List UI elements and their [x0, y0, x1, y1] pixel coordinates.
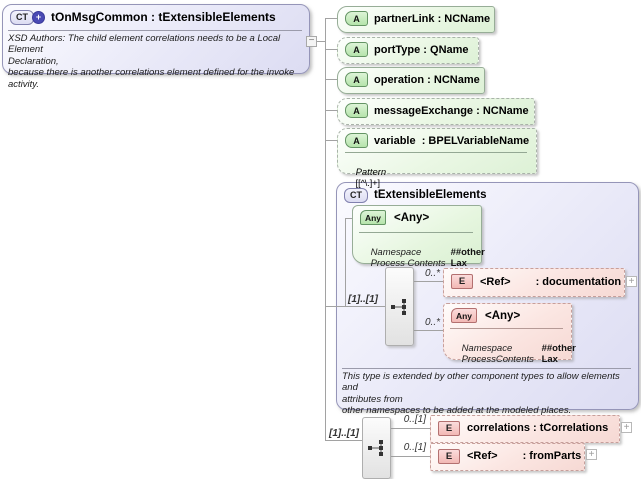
branch-line-fromparts: [389, 456, 430, 457]
any-stub-line: [345, 218, 352, 219]
expand-button-correlations[interactable]: +: [621, 422, 632, 433]
element-icon: E: [451, 274, 473, 289]
stub-variable: [325, 140, 337, 141]
branch-line-documentation: [412, 281, 443, 282]
sequence-icon: [390, 298, 406, 315]
attribute-label: variable : BPELVariableName: [374, 134, 530, 147]
expand-button-documentation[interactable]: +: [626, 276, 637, 287]
element-ref-documentation-box[interactable]: E <Ref> : documentation: [443, 268, 625, 297]
element-ref-fromparts-box[interactable]: E <Ref> : fromParts: [430, 443, 585, 471]
sequence-cardinality: [1]..[1]: [348, 294, 378, 305]
element-correlations-box[interactable]: E correlations : tCorrelations: [430, 415, 620, 443]
base-type-title-row: CT tExtensibleElements: [337, 183, 638, 207]
any-separator: [359, 232, 473, 233]
expand-button-fromparts[interactable]: +: [586, 449, 597, 460]
base-type-note: This type is extended by other component…: [342, 371, 620, 417]
complex-type-extension-icon: CT +: [10, 9, 45, 25]
any-title: <Any>: [394, 211, 430, 224]
base-type-title: tExtensibleElements: [374, 189, 487, 201]
element-icon: E: [438, 448, 460, 464]
sequence-compositor[interactable]: [362, 417, 391, 479]
title-separator: [8, 30, 302, 31]
process-contents-label: Process Contents: [370, 258, 446, 269]
pattern-facet: Pattern [[^\.]+]: [345, 156, 398, 200]
any-element-wildcard-box[interactable]: Any <Any>: [443, 303, 572, 360]
process-contents-value: Lax: [541, 354, 558, 365]
attribute-messageexchange-box[interactable]: A messageExchange : NCName: [337, 98, 535, 125]
any-element-cardinality: 0..*: [424, 317, 440, 328]
process-contents-value: Lax: [450, 258, 467, 269]
stub-partnerlink: [325, 18, 337, 19]
any-icon: Any: [360, 210, 386, 225]
attribute-variable-box[interactable]: A variable : BPELVariableName: [337, 128, 537, 174]
element-ref-label: <Ref>: [480, 275, 511, 288]
attribute-operation-box[interactable]: A operation : NCName: [337, 67, 485, 94]
sequence-stub-line: [325, 306, 385, 307]
attribute-label: partnerLink : NCName: [374, 12, 491, 25]
connector-line: [317, 41, 325, 42]
complex-type-title: tOnMsgCommon : tExtensibleElements: [51, 10, 276, 24]
any-title: <Any>: [485, 309, 521, 322]
attribute-icon: A: [345, 11, 368, 26]
complex-type-tOnMsgCommon-box[interactable]: CT + tOnMsgCommon : tExtensibleElements: [2, 4, 310, 74]
complex-type-title-row: CT + tOnMsgCommon : tExtensibleElements: [3, 5, 309, 29]
note-separator: [342, 368, 631, 369]
element-type-label: : documentation: [535, 275, 622, 288]
bottom-sequence-stub: [325, 440, 362, 441]
collapse-button[interactable]: −: [306, 36, 317, 47]
attribute-partnerlink-box[interactable]: A partnerLink : NCName: [337, 6, 495, 33]
namespace-label: Namespace: [370, 247, 422, 258]
stub-messageexchange: [325, 110, 337, 111]
attribute-icon: A: [345, 133, 368, 148]
attribute-icon: A: [345, 42, 368, 57]
correlations-cardinality: 0..[1]: [403, 414, 426, 425]
any-separator: [450, 328, 563, 329]
branch-line-correlations: [389, 428, 430, 429]
documentation-cardinality: 0..*: [424, 268, 440, 279]
element-ref-label: <Ref>: [467, 450, 498, 462]
namespace-value: ##other: [541, 343, 576, 354]
facet-name: Pattern: [355, 167, 387, 178]
facet-separator: [345, 152, 527, 153]
sequence-icon: [367, 440, 383, 456]
inner-trunk-line: [345, 218, 346, 306]
attribute-icon: A: [345, 103, 368, 118]
xsd-authors-annotation: XSD Authors: The child element correlati…: [8, 33, 295, 90]
process-contents-row: ProcessContents Lax: [451, 343, 558, 376]
any-icon: Any: [451, 308, 477, 323]
element-type-label: : fromParts: [522, 450, 582, 462]
attribute-porttype-box[interactable]: A portType : QName: [337, 37, 479, 64]
element-label: correlations : tCorrelations: [467, 422, 609, 434]
any-attribute-wildcard-box[interactable]: Any <Any>: [352, 205, 482, 264]
element-icon: E: [438, 420, 460, 436]
namespace-value: ##other: [450, 247, 485, 258]
stub-porttype: [325, 49, 337, 50]
extension-plus-icon: +: [32, 10, 45, 24]
fromparts-cardinality: 0..[1]: [403, 442, 426, 453]
attribute-label: portType : QName: [374, 43, 469, 56]
namespace-row: Namespace ##other: [360, 236, 485, 269]
attribute-label: messageExchange : NCName: [374, 104, 529, 117]
process-contents-row: Process Contents Lax: [360, 247, 467, 280]
attribute-icon: A: [345, 72, 368, 87]
namespace-row: Namespace ##other: [451, 332, 576, 365]
facet-value: [[^\.]+]: [355, 178, 381, 188]
bottom-sequence-cardinality: [1]..[1]: [329, 428, 359, 439]
stub-operation: [325, 79, 337, 80]
ct-icon: CT: [344, 187, 368, 203]
process-contents-label: ProcessContents: [461, 354, 534, 365]
ct-icon: CT: [10, 9, 34, 25]
sequence-compositor[interactable]: [385, 267, 414, 346]
branch-line-any: [412, 330, 443, 331]
namespace-label: Namespace: [461, 343, 513, 354]
attribute-label: operation : NCName: [374, 73, 480, 86]
trunk-line: [325, 18, 326, 440]
